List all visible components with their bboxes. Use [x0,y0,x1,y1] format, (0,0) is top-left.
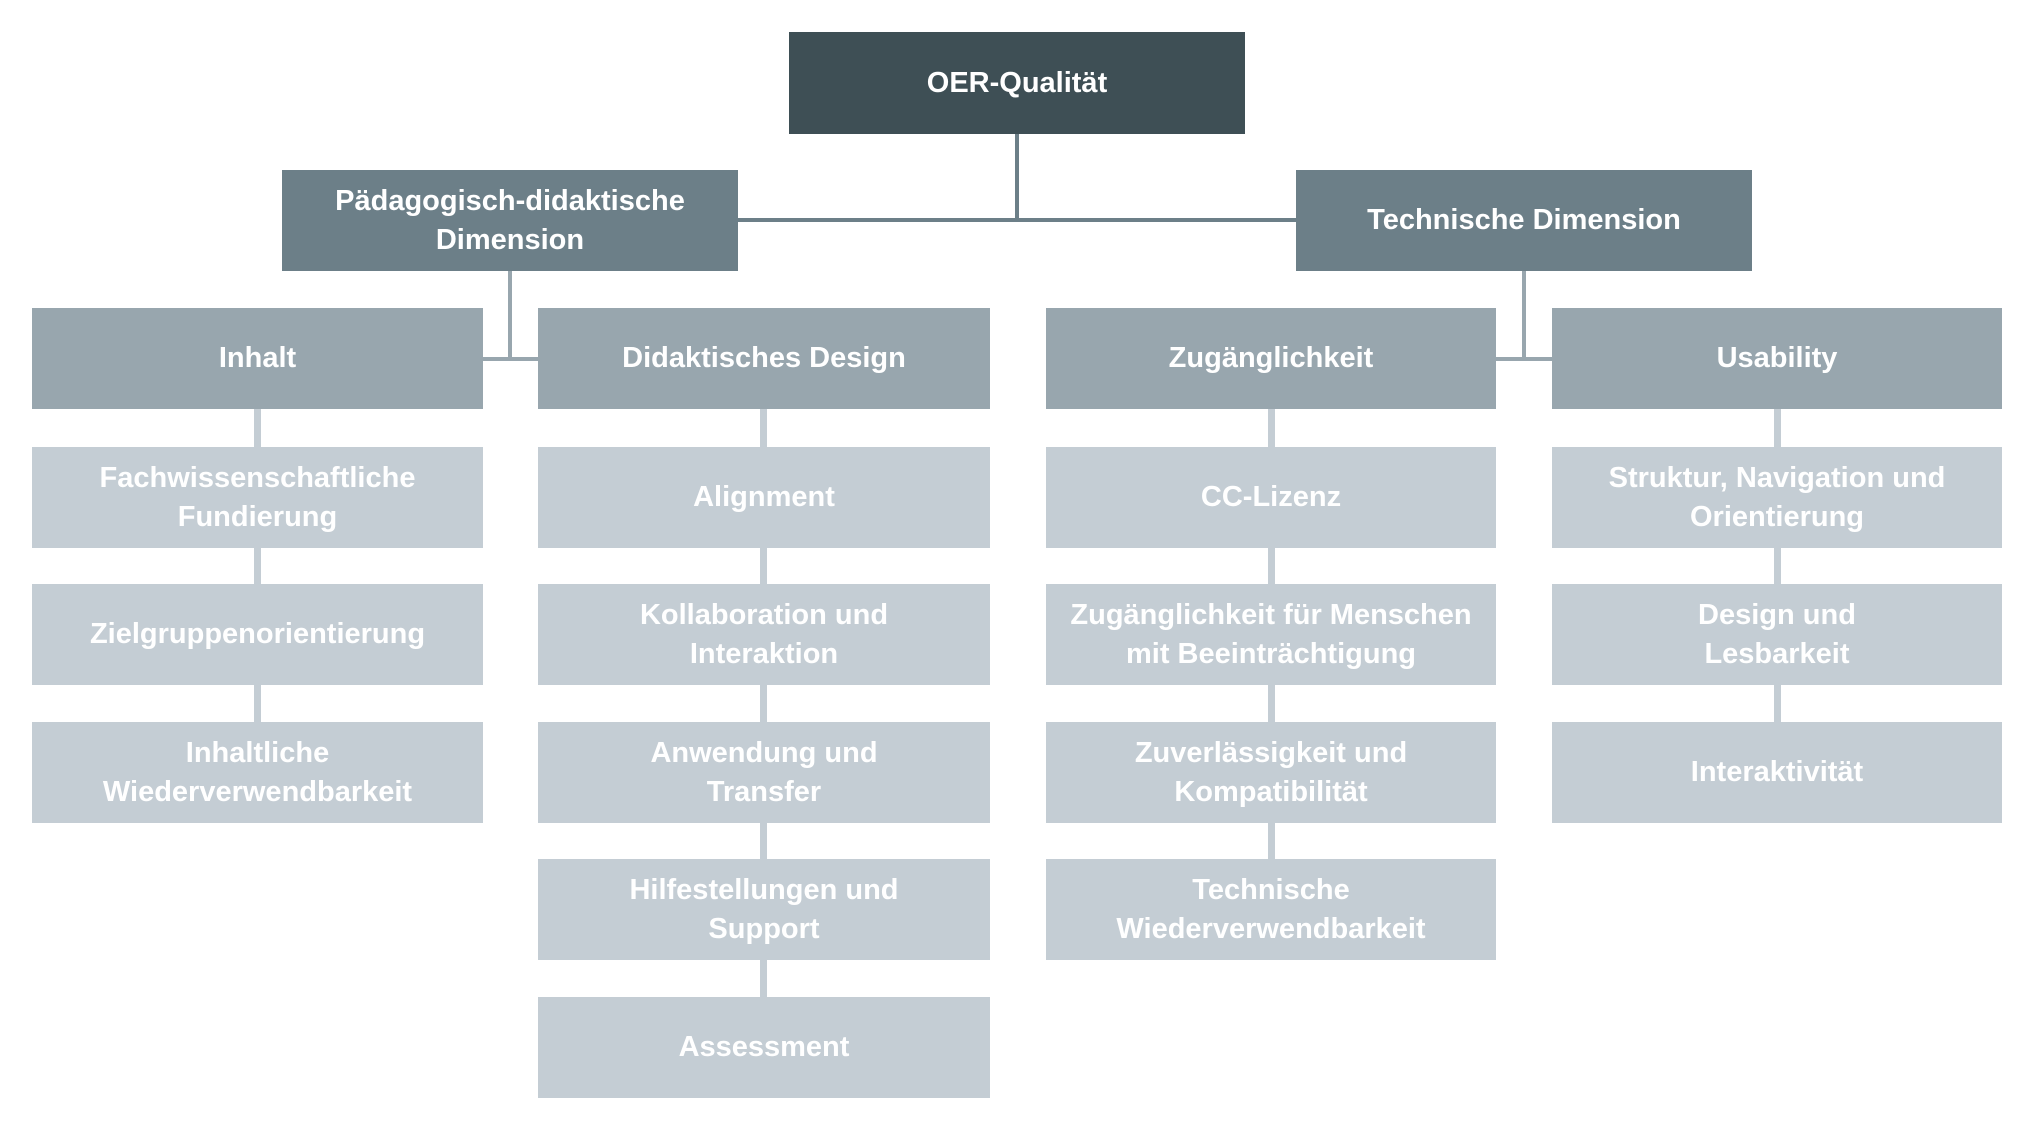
node-assessment: Assessment [538,997,990,1098]
node-technische-wiederverwendbarkeit: Technische Wiederverwendbarkeit [1046,859,1496,960]
node-zuverlaessigkeit-und-kompatibilitaet: Zuverlässigkeit und Kompatibilität [1046,722,1496,823]
connector-col4-seg3 [1774,685,1781,722]
connector-col1-seg1 [254,409,261,447]
node-usability: Usability [1552,308,2002,409]
node-kollaboration-und-interaktion: Kollaboration und Interaktion [538,584,990,685]
node-zugaenglichkeit-fuer-menschen: Zugänglichkeit für Menschen mit Beeinträ… [1046,584,1496,685]
connector-col2-seg1 [760,409,767,447]
connector-col2-seg5 [760,960,767,997]
node-zielgruppenorientierung: Zielgruppenorientierung [32,584,483,685]
connector-col3-seg3 [1268,685,1275,722]
connector-technisch-vertical [1522,271,1526,361]
connector-col3-seg2 [1268,548,1275,584]
node-fachwissenschaftliche-fundierung: Fachwissenschaftliche Fundierung [32,447,483,548]
connector-col2-seg4 [760,823,767,859]
connector-col2-seg3 [760,685,767,722]
connector-inhalt-didaktisch-stub [483,357,538,361]
connector-col4-seg1 [1774,409,1781,447]
node-zugaenglichkeit: Zugänglichkeit [1046,308,1496,409]
connector-col3-seg1 [1268,409,1275,447]
node-struktur-navigation-orientierung: Struktur, Navigation und Orientierung [1552,447,2002,548]
connector-dimensions-horizontal [738,218,1296,222]
node-didaktisches-design: Didaktisches Design [538,308,990,409]
connector-col1-seg3 [254,685,261,722]
node-anwendung-und-transfer: Anwendung und Transfer [538,722,990,823]
node-inhaltliche-wiederverwendbarkeit: Inhaltliche Wiederverwendbarkeit [32,722,483,823]
node-alignment: Alignment [538,447,990,548]
node-technische-dimension: Technische Dimension [1296,170,1752,271]
node-design-und-lesbarkeit: Design und Lesbarkeit [1552,584,2002,685]
connector-col4-seg2 [1774,548,1781,584]
node-oer-qualitaet: OER-Qualität [789,32,1245,134]
node-interaktivitaet: Interaktivität [1552,722,2002,823]
connector-col1-seg2 [254,548,261,584]
connector-col2-seg2 [760,548,767,584]
connector-paedagogisch-vertical [508,271,512,361]
node-cc-lizenz: CC-Lizenz [1046,447,1496,548]
node-hilfestellungen-und-support: Hilfestellungen und Support [538,859,990,960]
connector-root-vertical [1015,134,1019,220]
connector-zugaenglichkeit-usability-stub [1496,357,1552,361]
connector-col3-seg4 [1268,823,1275,859]
node-inhalt: Inhalt [32,308,483,409]
node-paedagogisch-didaktische-dimension: Pädagogisch-didaktische Dimension [282,170,738,271]
